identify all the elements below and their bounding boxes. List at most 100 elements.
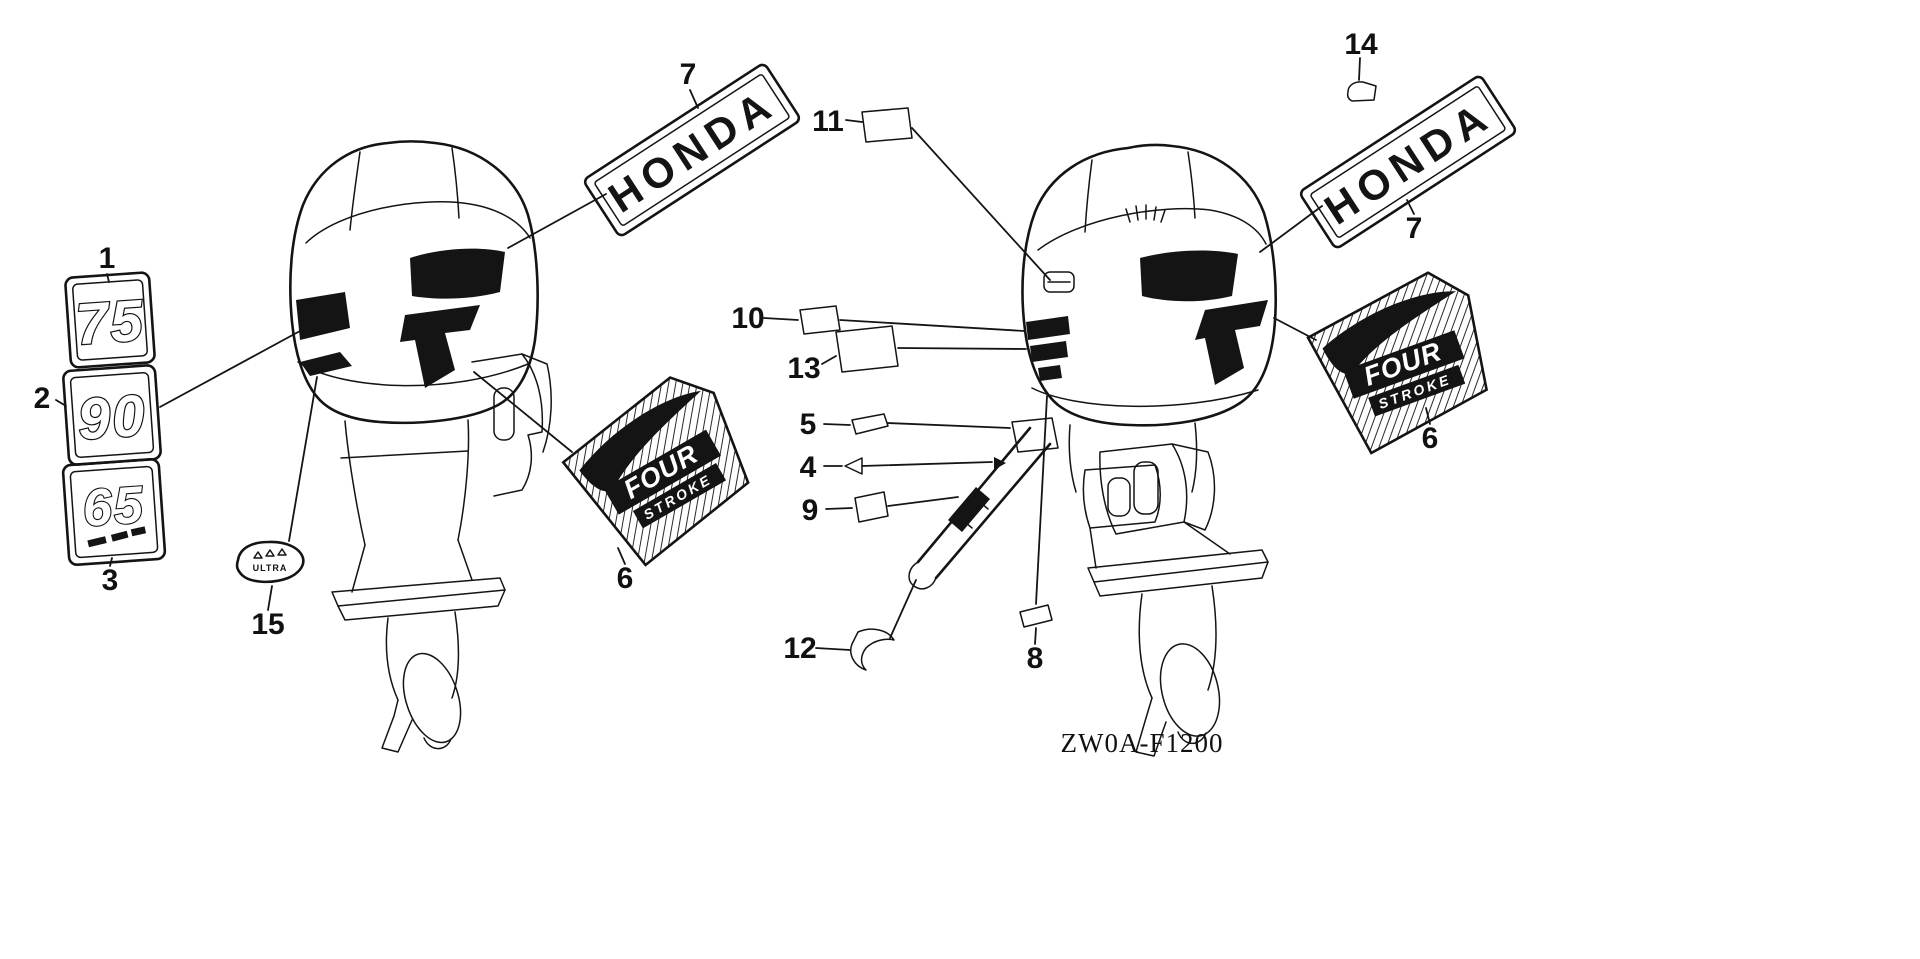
callout-12: 12 — [783, 632, 816, 665]
callout-11: 11 — [812, 105, 844, 138]
leader-1 — [106, 273, 110, 283]
part-9-shape — [854, 491, 889, 523]
left-av-plate-bottom — [337, 589, 506, 621]
leader-honda-right — [1259, 205, 1323, 253]
leader-12 — [889, 579, 917, 639]
part-5-shape — [851, 413, 889, 435]
right-cowling-cap-line-a — [1084, 159, 1093, 233]
tiller-mount — [1011, 417, 1059, 453]
leader-7-right-tick — [1406, 199, 1415, 215]
left-mid-lower — [351, 539, 473, 593]
leader-5-tick — [823, 423, 851, 426]
left-propeller-blade — [402, 652, 462, 744]
tiller-black-band — [948, 487, 990, 532]
left-cowling-outline — [289, 140, 539, 425]
leader-12-tick — [815, 647, 851, 651]
part-14-shape — [1346, 81, 1377, 102]
callout-3: 3 — [102, 564, 119, 597]
decal-fourstroke-left: FOUR STROKE — [561, 376, 750, 567]
left-bracket-rear — [521, 353, 552, 453]
fourstroke-right-ribbon — [1343, 330, 1465, 399]
left-hp-decals: 75 90 65 — [61, 271, 167, 566]
leader-10 — [839, 319, 1025, 332]
right-decal-f-mark — [1195, 300, 1268, 385]
decal-65: 65 — [61, 458, 167, 566]
tiller-triangle-mark — [994, 457, 1006, 470]
decal-75-text: 75 — [74, 288, 147, 358]
leader-10-tick — [763, 317, 799, 321]
tiller-handle-bottom — [934, 442, 1052, 580]
left-gearcase-right — [451, 611, 460, 699]
decal-90: 90 — [62, 364, 162, 466]
left-decal-patch-left — [296, 292, 350, 340]
decal-90-inner-border — [69, 371, 155, 459]
small-part-shapes — [799, 81, 1377, 671]
left-decal-band-right — [410, 248, 505, 299]
leader-11 — [911, 127, 1051, 281]
leader-8-tick — [1034, 627, 1037, 645]
callout-9: 9 — [802, 494, 819, 527]
leader-13 — [897, 347, 1027, 350]
right-decal-band-right — [1140, 250, 1238, 302]
decal-fourstroke-right: FOUR STROKE — [1306, 271, 1489, 455]
left-midsection-seam — [340, 450, 469, 459]
leader-9-tick — [825, 507, 853, 510]
right-decal-stripe-1 — [1026, 316, 1070, 340]
part-4-shape — [844, 457, 863, 475]
right-swivel-slot — [1107, 477, 1131, 517]
right-cowl-latch — [1043, 271, 1075, 293]
right-midsection-left-edge — [1068, 424, 1077, 493]
callout-13: 13 — [787, 352, 820, 385]
callout-6-right: 6 — [1422, 422, 1439, 455]
callout-14: 14 — [1344, 28, 1378, 61]
leader-four-right — [1273, 317, 1317, 341]
decal-75: 75 — [64, 271, 156, 369]
leader-13-tick — [821, 355, 837, 365]
left-av-plate-top — [331, 577, 506, 607]
fourstroke-left-ribbon2 — [632, 463, 727, 529]
leader-four-left — [473, 371, 573, 453]
right-vent-marks — [1125, 204, 1166, 223]
fourstroke-left-swoosh — [579, 390, 701, 491]
right-bracket-rear — [1171, 443, 1216, 531]
right-skeg — [1135, 697, 1167, 757]
fourstroke-left-ribbon — [603, 429, 721, 515]
leader-2 — [55, 399, 67, 407]
callout-4: 4 — [800, 451, 817, 484]
decal-ultra-outline — [235, 540, 305, 584]
decal-75-inner-border — [72, 279, 148, 361]
right-bracket-slot — [1133, 461, 1159, 515]
leader-decals-to-cowl — [159, 330, 301, 408]
right-midsection-right-edge — [1191, 422, 1198, 493]
right-decal-stripe-2 — [1030, 341, 1068, 362]
decal-65-inner-border — [69, 465, 159, 559]
leader-6-right-tick — [1425, 407, 1431, 425]
decal-65-submark — [87, 526, 147, 548]
right-decal-stripe-3 — [1038, 365, 1062, 381]
left-cowling-cap-line-a — [349, 151, 361, 231]
diagram-code: ZW0A-F1200 — [1061, 728, 1224, 758]
part-8-shape — [1019, 604, 1053, 628]
left-skeg — [381, 699, 413, 753]
callout-6-left: 6 — [617, 562, 634, 595]
left-gearcase-left — [385, 617, 399, 701]
right-gearcase-right — [1207, 585, 1217, 691]
fourstroke-right-ribbon2 — [1368, 364, 1466, 417]
leader-6-left-tick — [617, 547, 626, 565]
right-gearcase-left — [1138, 593, 1153, 699]
callout-10: 10 — [731, 302, 764, 335]
callout-8: 8 — [1027, 642, 1044, 675]
right-prop-cone — [1177, 731, 1207, 745]
right-motor — [908, 143, 1277, 757]
left-cowling-cap-line-b — [451, 147, 460, 219]
leader-blob-to-cowl — [288, 376, 318, 542]
right-cowling-outline — [1021, 143, 1277, 427]
part-13-shape — [835, 325, 899, 373]
callout-5: 5 — [800, 408, 817, 441]
leader-3 — [109, 557, 113, 567]
honda-right-inner-border — [1310, 86, 1506, 238]
decal-ultra: ULTRA — [235, 540, 305, 584]
leader-8 — [1035, 395, 1048, 605]
right-av-plate-bottom — [1093, 561, 1269, 597]
